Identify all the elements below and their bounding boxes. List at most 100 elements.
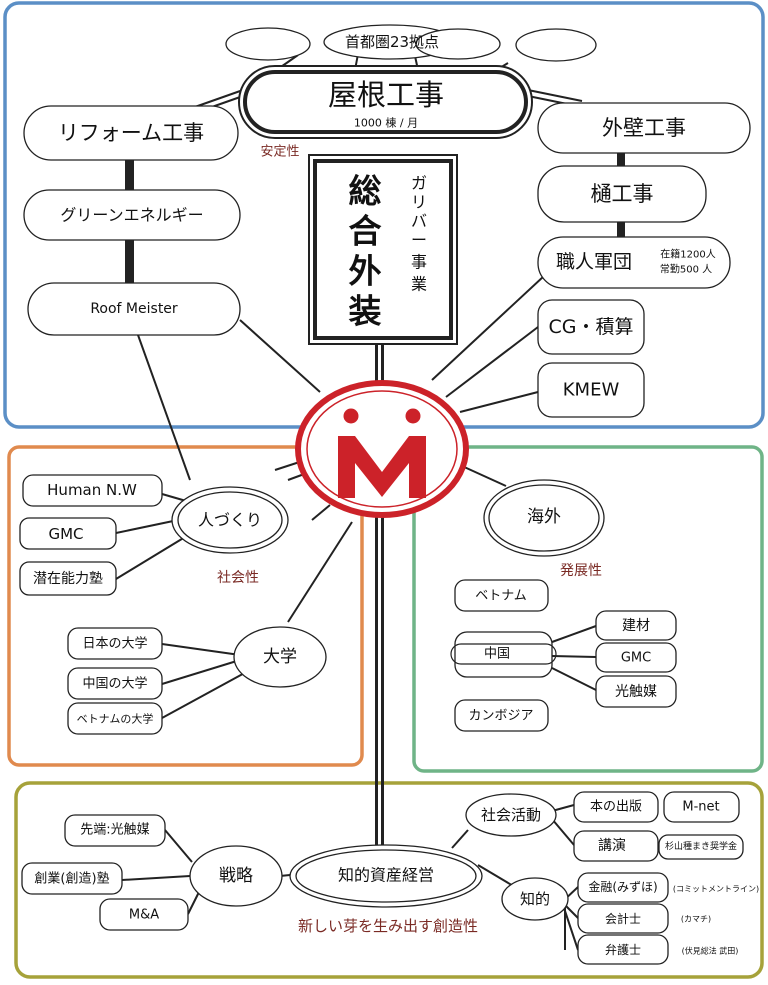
- creativity-label: 新しい芽を生み出す創造性: [298, 917, 478, 935]
- china-gmc-label: GMC: [621, 651, 651, 666]
- accountant-note: (カマチ): [681, 915, 711, 924]
- ma-node: [99, 898, 189, 931]
- cambodia-node: [454, 699, 549, 732]
- craftsmen-node: [537, 236, 731, 289]
- green-energy-label: グリーンエネルギー: [60, 206, 203, 225]
- connector-lines: [115, 53, 597, 951]
- material-label: 建材: [622, 618, 650, 634]
- ma-label: M&A: [129, 908, 159, 923]
- svg-text:ー: ー: [411, 231, 427, 250]
- gmc-label: GMC: [48, 525, 83, 543]
- material-node: [595, 610, 677, 641]
- green-energy-node: [23, 189, 241, 241]
- mnet-node: [663, 791, 740, 823]
- scholarship-node: [658, 834, 744, 860]
- svg-text:ガ: ガ: [411, 174, 427, 193]
- trunk-lines: [125, 153, 625, 848]
- ip-management-label: 知的資産経営: [338, 866, 434, 885]
- latent-ability-node: [19, 561, 117, 596]
- frontier-label: 先端:光触媒: [80, 823, 149, 838]
- intellectual-label: 知的: [520, 890, 550, 908]
- strategy-label: 戦略: [219, 866, 253, 886]
- university-label: 大学: [263, 647, 297, 667]
- roof-meister-node: [27, 282, 241, 336]
- kmew-node: [537, 362, 645, 418]
- exterior-wall-node: [537, 102, 751, 154]
- craftsmen-enrolled: 在籍1200人: [660, 248, 715, 261]
- startup-school-node: [21, 862, 123, 895]
- reform-work-label: リフォーム工事: [58, 121, 204, 145]
- svg-text:リ: リ: [411, 193, 427, 212]
- jp-university-node: [67, 627, 163, 660]
- social-label: 社会性: [217, 570, 259, 586]
- section-frame-development: [412, 445, 764, 773]
- roof-meister-label: Roof Meister: [90, 301, 178, 317]
- mnet-label: M-net: [682, 800, 719, 815]
- photocatalyst-node: [595, 675, 677, 708]
- vn-university-node: [67, 702, 163, 735]
- latent-ability-label: 潜在能力塾: [33, 571, 103, 587]
- lecture-label: 講演: [598, 838, 626, 854]
- china-label: 中国: [484, 647, 510, 662]
- finance-node: [577, 872, 669, 903]
- scholarship-label: 杉山種まき奨学金: [665, 840, 737, 852]
- company-logo-icon: [295, 380, 469, 518]
- lawyer-node: [577, 934, 669, 965]
- lawyer-note: (伏見総法 武田): [682, 946, 739, 956]
- social-activity-label: 社会活動: [481, 806, 541, 824]
- finance-note: (コミットメントライン): [673, 885, 759, 894]
- development-label: 発展性: [560, 563, 602, 579]
- people-dev-label: 人づくり: [198, 511, 262, 530]
- roof-work-node: [238, 65, 533, 139]
- hub-bubble: [415, 28, 501, 60]
- kmew-label: KMEW: [563, 380, 620, 401]
- social-activity-node: [465, 793, 557, 837]
- vietnam-node: [454, 579, 549, 612]
- stability-label: 安定性: [260, 145, 299, 160]
- intellectual-node: [501, 877, 569, 921]
- sogo-gaiso-box: [308, 154, 458, 345]
- cambodia-label: カンボジア: [468, 709, 533, 724]
- gmc-node: [19, 517, 117, 550]
- section-frame-social: [7, 445, 364, 767]
- gutter-label: 樋工事: [591, 182, 654, 206]
- photocatalyst-label: 光触媒: [615, 684, 657, 700]
- svg-text:バ: バ: [411, 212, 427, 231]
- svg-text:業: 業: [411, 275, 427, 294]
- book-label: 本の出版: [590, 800, 642, 815]
- lecture-node: [573, 830, 659, 862]
- cg-estimate-label: CG・積算: [549, 316, 634, 338]
- hub-bubble: [515, 28, 597, 62]
- finance-label: 金融(みずほ): [588, 879, 657, 894]
- accountant-node: [577, 903, 669, 934]
- section-frame-creativity: [14, 781, 764, 979]
- vn-university-label: ベトナムの大学: [77, 712, 154, 726]
- book-node: [573, 791, 659, 823]
- cg-estimate-node: [537, 299, 645, 355]
- sogo-gaiso-title: 総 合 外 装: [349, 172, 382, 331]
- strategy-node: [189, 845, 283, 907]
- cn-university-node: [67, 667, 163, 700]
- roof-work-label: 屋根工事: [328, 78, 444, 112]
- startup-school-label: 創業(創造)塾: [34, 871, 109, 887]
- gulliver-business-label: ガ リ バ ー 事 業: [411, 174, 427, 294]
- accountant-label: 会計士: [605, 911, 641, 926]
- craftsmen-label: 職人軍団: [556, 251, 632, 273]
- vietnam-label: ベトナム: [475, 589, 527, 604]
- human-nw-node: [22, 474, 163, 507]
- craftsmen-fulltime: 常勤500 人: [660, 263, 712, 276]
- roof-work-volume: 1000 棟 / 月: [354, 116, 418, 130]
- svg-text:事: 事: [411, 253, 427, 272]
- overseas-node: [483, 479, 605, 557]
- university-node: [233, 626, 327, 688]
- svg-text:総: 総: [349, 172, 382, 211]
- lawyer-label: 弁護士: [605, 942, 641, 957]
- china-node: [454, 631, 553, 678]
- frontier-node: [64, 814, 166, 847]
- ip-management-node: [289, 844, 483, 908]
- svg-text:合: 合: [349, 212, 382, 251]
- gutter-node: [537, 165, 707, 223]
- hub-bubble: [225, 27, 311, 61]
- exterior-wall-label: 外壁工事: [602, 116, 686, 140]
